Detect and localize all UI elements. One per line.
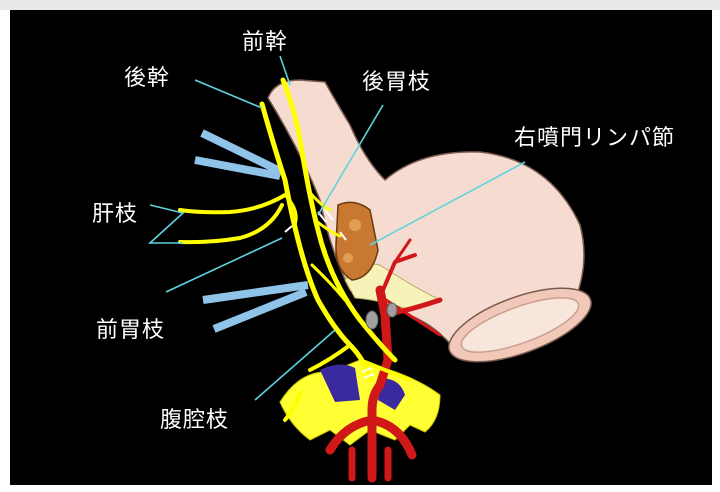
label-anterior-gastric-branch: 前胃枝 xyxy=(96,320,165,342)
label-posterior-gastric-branch: 後胃枝 xyxy=(362,72,431,94)
label-right-pyloric-lymph-node: 右噴門リンパ節 xyxy=(514,128,675,150)
leader-hepatic xyxy=(150,205,183,243)
label-posterior-trunk: 後幹 xyxy=(124,68,170,90)
label-hepatic-branch: 肝枝 xyxy=(92,204,138,226)
label-celiac-branch: 腹腔枝 xyxy=(160,410,229,432)
leader-anterior-gastric xyxy=(166,238,282,292)
cut-branches xyxy=(195,133,308,329)
celiac-plexus xyxy=(280,360,440,445)
label-anterior-trunk: 前幹 xyxy=(242,32,288,54)
leader-posterior-trunk xyxy=(195,80,262,108)
